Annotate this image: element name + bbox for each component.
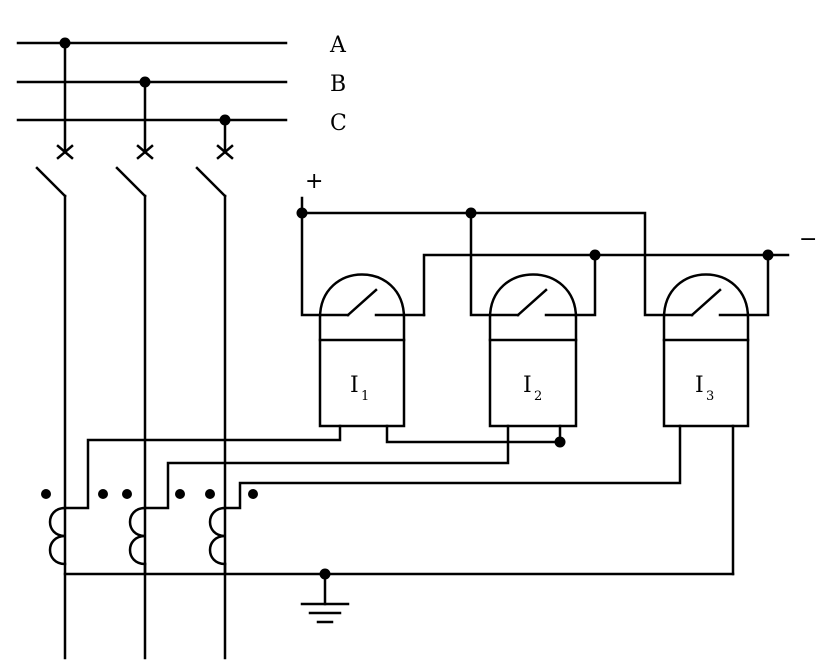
relay-contact-housing-icon — [488, 273, 578, 342]
ct-coil-icon — [208, 506, 227, 566]
disconnector-icon — [216, 144, 234, 160]
dc-positive-label: + — [305, 169, 323, 194]
breaker-contact-icon — [195, 166, 227, 198]
polarity-dot — [205, 489, 215, 499]
relay-3: I 3 — [662, 273, 750, 428]
main-conductors — [63, 194, 227, 660]
relay-2: I 2 — [488, 273, 578, 428]
relay-coil-box — [662, 338, 750, 428]
relay-label-index: 2 — [534, 389, 542, 404]
relay-1: I 1 — [318, 273, 406, 428]
phase-label-b: B — [330, 72, 346, 97]
phase-label-a: A — [329, 33, 347, 58]
ground-icon — [300, 572, 350, 624]
relay-label: I — [350, 373, 359, 398]
relay-label: I — [523, 373, 532, 398]
breaker-contact-icon — [35, 166, 67, 198]
breakers — [35, 41, 234, 198]
ct-coil-icon — [128, 506, 147, 566]
disconnector-icon — [56, 144, 74, 160]
current-transformers — [41, 489, 258, 566]
relay-coil-box — [488, 338, 578, 428]
phase-label-c: C — [330, 111, 347, 136]
phase-bus-lines — [16, 37, 288, 126]
ct-secondary-wiring — [63, 424, 735, 580]
polarity-dot — [41, 489, 51, 499]
disconnector-icon — [136, 144, 154, 160]
ct-coil-icon — [48, 506, 67, 566]
dc-negative-label: − — [799, 227, 817, 252]
polarity-dot — [248, 489, 258, 499]
relay-label-index: 3 — [706, 389, 714, 404]
breaker-contact-icon — [115, 166, 147, 198]
relay-contact-housing-icon — [318, 273, 406, 342]
polarity-dot — [98, 489, 108, 499]
relay-label-index: 1 — [361, 389, 369, 404]
relay-coil-box — [318, 338, 406, 428]
polarity-dot — [122, 489, 132, 499]
relay-label: I — [695, 373, 704, 398]
junction-dot — [554, 436, 566, 448]
relay-contact-housing-icon — [662, 273, 750, 342]
dc-control-bus — [296, 196, 790, 317]
polarity-dot — [175, 489, 185, 499]
